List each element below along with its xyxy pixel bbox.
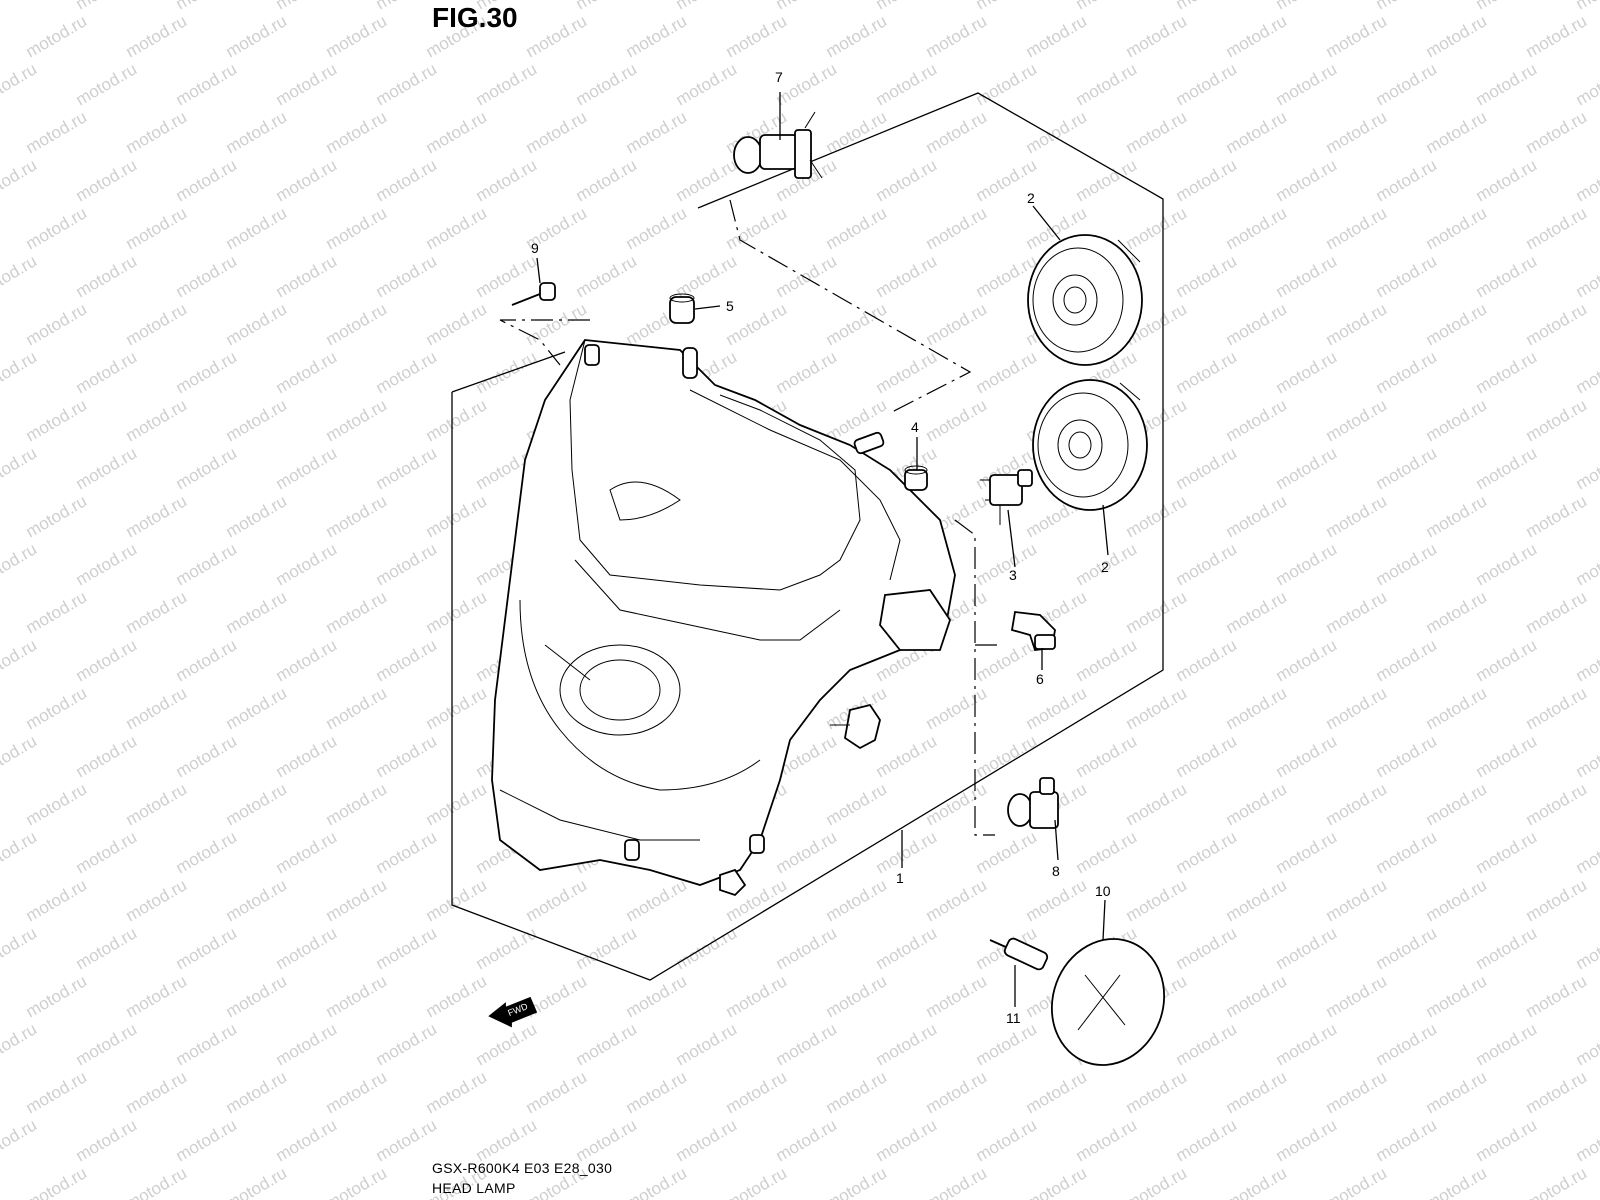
fwd-arrow: FWD bbox=[488, 996, 538, 1028]
callout-10: 10 bbox=[1095, 883, 1111, 899]
callout-numbers: 7 2 9 5 4 3 2 6 1 8 10 11 bbox=[531, 69, 1111, 1026]
headlamp-bulb-h4-drawing bbox=[733, 111, 823, 179]
bulb-socket-cover-upper bbox=[1027, 234, 1143, 366]
callout-leaders bbox=[536, 92, 1109, 1007]
callout-5: 5 bbox=[726, 298, 734, 314]
callout-11: 11 bbox=[1006, 1010, 1021, 1026]
callout-3: 3 bbox=[1009, 567, 1017, 583]
cushion-drawing bbox=[669, 293, 695, 324]
model-code-caption: GSX-R600K4 E03 E28_030 bbox=[432, 1160, 613, 1176]
callout-4: 4 bbox=[911, 419, 919, 435]
lens-cap-drawing bbox=[1050, 938, 1166, 1066]
callout-6: 6 bbox=[1036, 671, 1044, 687]
dashed-guides bbox=[499, 199, 1002, 836]
callout-8: 8 bbox=[1052, 863, 1060, 879]
screw-drawing bbox=[511, 282, 556, 306]
figure-title: FIG.30 bbox=[432, 2, 518, 33]
figure-caption: HEAD LAMP bbox=[432, 1180, 516, 1196]
assembly-outline bbox=[451, 92, 1164, 981]
headlamp-bulb-h7-drawing bbox=[1007, 777, 1059, 829]
bulb-socket-cover-lower bbox=[1032, 379, 1148, 511]
headlamp-assembly-drawing bbox=[491, 339, 956, 897]
callout-9: 9 bbox=[531, 240, 539, 256]
position-lamp-socket-drawing bbox=[980, 469, 1033, 525]
callout-2-lower: 2 bbox=[1101, 559, 1109, 575]
callout-7: 7 bbox=[775, 69, 783, 85]
callout-2-upper: 2 bbox=[1027, 190, 1035, 206]
adjuster-spacer-drawing bbox=[989, 937, 1049, 971]
callout-1: 1 bbox=[896, 870, 904, 886]
grommet-drawing bbox=[904, 465, 928, 491]
socket-elbow-drawing bbox=[1010, 611, 1056, 651]
